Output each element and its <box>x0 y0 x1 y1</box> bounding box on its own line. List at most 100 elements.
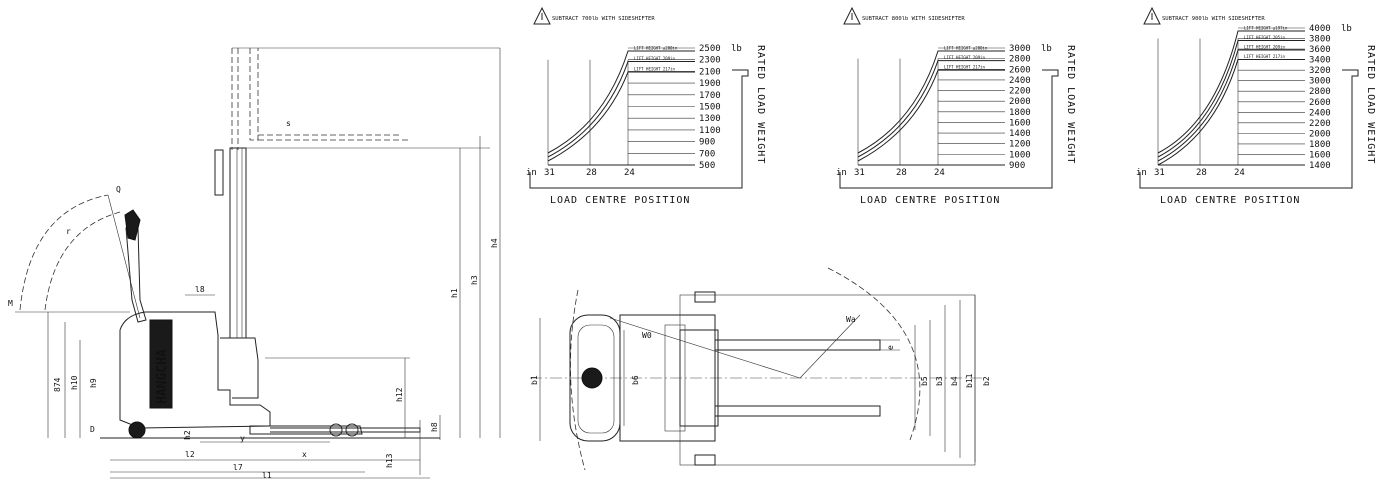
battery-cover <box>149 319 173 409</box>
x-tick-label: 31 <box>544 168 555 178</box>
y-tick-label: 2800 <box>1309 87 1331 97</box>
dim-b5: b5 <box>920 376 929 386</box>
y-unit-label: lb <box>731 44 742 54</box>
y-tick-label: 2000 <box>1309 129 1331 139</box>
dim-b3: b3 <box>935 376 944 386</box>
dim-b4: b4 <box>950 376 959 386</box>
dim-W0: W0 <box>642 331 652 340</box>
lift-height-label: LIFT HEIGHT 217in <box>944 65 986 70</box>
lift-height-label: LIFT HEIGHT 209in <box>1244 44 1286 49</box>
x-unit-label: in <box>526 168 537 178</box>
sideshifter-warning: SUBTRACT 800lb WITH SIDESHIFTER <box>862 16 965 22</box>
y-tick-label: 2200 <box>1309 119 1331 129</box>
chart-frame <box>1139 69 1359 189</box>
top-view-drawing: b1 b6 W0 Wa e b5 b3 b4 b11 b2 <box>530 267 991 471</box>
y-axis-title: RATED LOAD WEIGHT <box>1365 45 1376 164</box>
dim-l8: l8 <box>195 285 205 294</box>
lift-height-label: LIFT HEIGHT 217in <box>1244 54 1286 59</box>
y-tick-label: 500 <box>699 161 715 171</box>
y-unit-label: lb <box>1341 24 1352 34</box>
dim-h12: h12 <box>395 387 404 402</box>
dim-h3: h3 <box>470 275 479 285</box>
dim-h9: h9 <box>89 378 98 388</box>
x-tick-label: 24 <box>624 168 635 178</box>
brand-logo: HANGCHA <box>155 349 170 404</box>
y-tick-label: 2500 <box>699 44 721 54</box>
capacity-curve <box>547 61 695 158</box>
x-unit-label: in <box>1136 168 1147 178</box>
y-tick-label: 2600 <box>1309 98 1331 108</box>
dim-h2: h2 <box>183 430 192 440</box>
y-tick-label: 1300 <box>699 114 721 124</box>
lift-height-label: LIFT HEIGHT ≤200in <box>944 46 988 51</box>
capacity-curve <box>1157 30 1305 154</box>
y-tick-label: 3600 <box>1309 45 1331 55</box>
dim-h1: h1 <box>450 288 459 298</box>
warning-icon <box>533 6 551 25</box>
capacity-curve <box>857 69 1005 162</box>
dim-h13: h13 <box>385 453 394 468</box>
capacity-curve <box>857 60 1005 158</box>
y-axis-title: RATED LOAD WEIGHT <box>1065 45 1076 164</box>
dim-b11: b11 <box>965 373 974 388</box>
capacity-curve <box>1157 49 1305 162</box>
chart-frame <box>839 69 1059 189</box>
y-tick-label: 1800 <box>1309 140 1331 150</box>
y-tick-label: 1800 <box>1009 108 1031 118</box>
dim-b6: b6 <box>631 375 640 385</box>
dim-l7: l7 <box>233 463 243 472</box>
y-tick-label: 3200 <box>1309 66 1331 76</box>
x-axis-title: LOAD CENTRE POSITION <box>860 195 1000 206</box>
x-tick-label: 24 <box>1234 168 1245 178</box>
dim-D: D <box>90 425 95 434</box>
y-tick-label: 3400 <box>1309 56 1331 66</box>
side-view-drawing: HANGCHA h4 h3 h1 h12 h10 <box>8 47 501 480</box>
y-tick-label: 1600 <box>1309 150 1331 160</box>
y-tick-label: 1700 <box>699 91 721 101</box>
y-tick-label: 3800 <box>1309 35 1331 45</box>
y-tick-label: 1400 <box>1309 161 1331 171</box>
load-chart-2: SUBTRACT 800lb WITH SIDESHIFTER300028002… <box>836 6 1076 206</box>
dim-b2: b2 <box>982 376 991 386</box>
dim-x: x <box>302 450 307 459</box>
y-tick-label: 1200 <box>1009 140 1031 150</box>
sideshifter-warning: SUBTRACT 700lb WITH SIDESHIFTER <box>552 16 655 22</box>
dim-Q: Q <box>116 185 121 194</box>
y-tick-label: 2000 <box>1009 97 1031 107</box>
y-tick-label: 2800 <box>1009 55 1031 65</box>
y-tick-label: 2400 <box>1309 108 1331 118</box>
lift-height-label: LIFT HEIGHT 209in <box>634 56 676 61</box>
x-unit-label: in <box>836 168 847 178</box>
load-chart-1: SUBTRACT 700lb WITH SIDESHIFTER250023002… <box>526 6 766 206</box>
lift-height-label: LIFT HEIGHT ≤197in <box>1244 26 1288 31</box>
dim-874: 874 <box>53 377 62 392</box>
dim-h10: h10 <box>70 375 79 390</box>
dim-y: y <box>240 434 245 443</box>
y-tick-label: 2100 <box>699 67 721 77</box>
y-tick-label: 900 <box>699 138 715 148</box>
x-tick-label: 28 <box>896 168 907 178</box>
y-tick-label: 1500 <box>699 103 721 113</box>
x-tick-label: 28 <box>1196 168 1207 178</box>
y-tick-label: 700 <box>699 149 715 159</box>
x-tick-label: 31 <box>1154 168 1165 178</box>
y-tick-label: 2200 <box>1009 87 1031 97</box>
dim-s: s <box>286 119 291 128</box>
dim-l1: l1 <box>262 471 272 480</box>
x-tick-label: 28 <box>586 168 597 178</box>
lift-height-label: LIFT HEIGHT ≤200in <box>634 46 678 51</box>
dim-l2: l2 <box>185 450 195 459</box>
sideshifter-warning: SUBTRACT 900lb WITH SIDESHIFTER <box>1162 16 1265 22</box>
y-tick-label: 3000 <box>1309 77 1331 87</box>
dim-Wa: Wa <box>846 315 856 324</box>
y-tick-label: 4000 <box>1309 24 1331 34</box>
y-tick-label: 2300 <box>699 56 721 66</box>
warning-icon <box>843 6 861 25</box>
chart-frame <box>529 69 749 189</box>
x-tick-label: 31 <box>854 168 865 178</box>
lift-height-label: LIFT HEIGHT 209in <box>944 55 986 60</box>
dim-b1: b1 <box>530 375 539 385</box>
y-tick-label: 900 <box>1009 161 1025 171</box>
capacity-curve <box>1157 58 1305 166</box>
dim-h8: h8 <box>430 422 439 432</box>
